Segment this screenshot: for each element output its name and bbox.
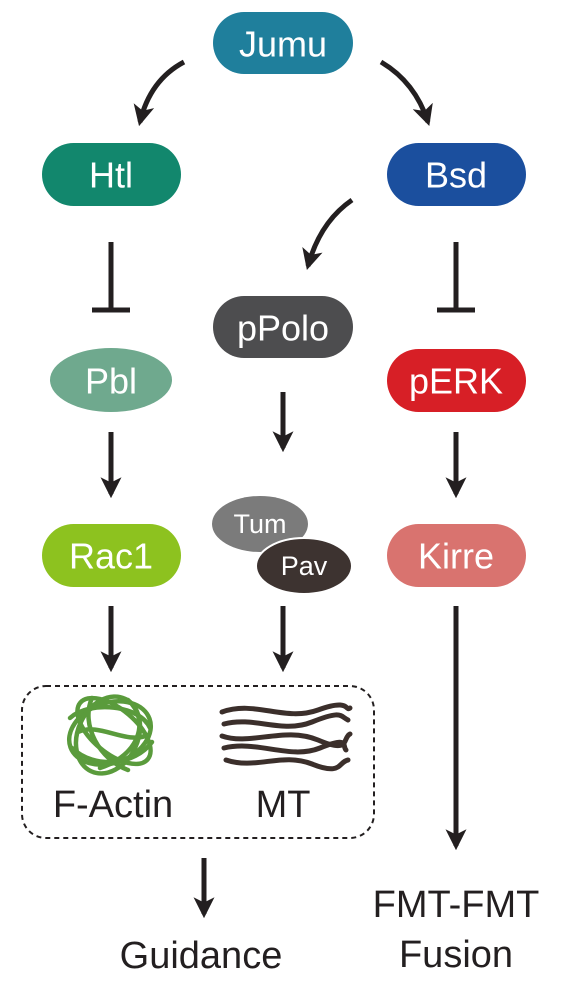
node-pbl: Pbl	[50, 348, 172, 412]
node-bsd: Bsd	[387, 143, 526, 206]
node-rac1-label: Rac1	[69, 536, 153, 577]
node-perk: pERK	[387, 349, 526, 412]
node-jumu-label: Jumu	[239, 24, 327, 65]
mt-label: MT	[256, 784, 311, 826]
node-pav-label: Pav	[281, 551, 328, 581]
node-tum: Tum	[212, 496, 308, 552]
cytoskeleton-box	[21, 685, 375, 839]
node-perk-label: pERK	[409, 361, 503, 402]
node-bsd-label: Bsd	[425, 155, 487, 196]
microtubule-bundle-icon	[219, 702, 353, 772]
edge-bsd-ppolo	[302, 197, 354, 271]
node-htl-shape	[42, 143, 181, 206]
node-tum-shape	[212, 496, 308, 552]
node-kirre: Kirre	[387, 524, 526, 587]
node-rac1: Rac1	[42, 524, 181, 587]
node-pav-shape	[255, 537, 353, 595]
edge-jumu-bsd	[379, 59, 433, 126]
node-jumu-shape	[213, 12, 353, 74]
node-ppolo: pPolo	[213, 296, 353, 358]
node-htl-label: Htl	[89, 155, 133, 196]
node-rac1-shape	[42, 524, 181, 587]
node-bsd-shape	[387, 143, 526, 206]
edge-jumu-htl	[133, 59, 186, 127]
factin-label: F-Actin	[53, 784, 173, 826]
node-ppolo-label: pPolo	[237, 308, 329, 349]
factin-tangle-icon	[66, 694, 155, 776]
node-jumu: Jumu	[213, 12, 353, 74]
output-fusion-line1-label: FMT-FMT	[373, 884, 540, 926]
edges	[92, 59, 475, 919]
output-fusion-line2-label: Fusion	[399, 934, 513, 976]
node-ppolo-shape	[213, 296, 353, 358]
node-pbl-label: Pbl	[85, 361, 137, 402]
node-pbl-shape	[50, 348, 172, 412]
node-pav: Pav	[255, 537, 353, 595]
node-htl: Htl	[42, 143, 181, 206]
node-tum-label: Tum	[234, 509, 287, 539]
node-kirre-label: Kirre	[418, 536, 494, 577]
node-perk-shape	[387, 349, 526, 412]
node-kirre-shape	[387, 524, 526, 587]
output-guidance-label: Guidance	[120, 935, 283, 977]
